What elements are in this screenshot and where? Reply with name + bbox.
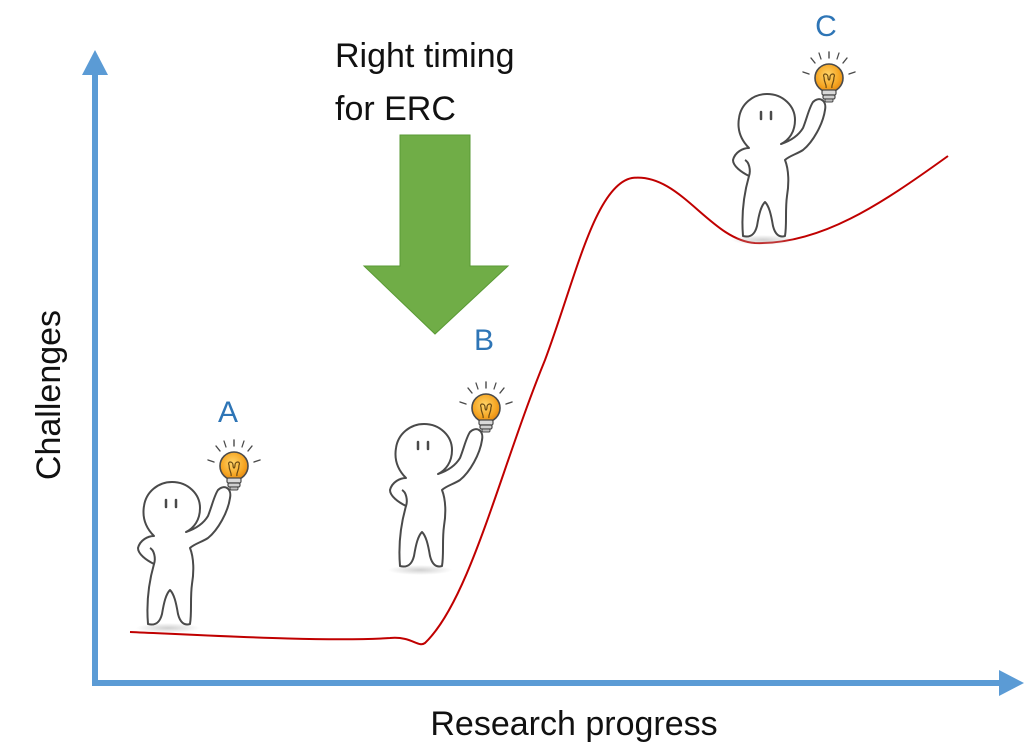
annotation-line-1: Right timing — [335, 37, 515, 75]
character-c — [729, 50, 857, 247]
character-a-label: A — [218, 396, 238, 429]
timing-arrow — [362, 134, 510, 335]
x-axis-arrowhead — [999, 670, 1024, 696]
annotation-line-2: for ERC — [335, 90, 456, 128]
y-axis-label: Challenges — [30, 310, 68, 480]
character-b — [386, 380, 514, 577]
character-b-label: B — [474, 324, 494, 357]
x-axis-label: Research progress — [430, 705, 717, 743]
character-c-label: C — [815, 10, 837, 43]
y-axis-arrowhead — [82, 50, 108, 75]
character-a — [134, 438, 262, 635]
research-curve — [129, 155, 949, 646]
